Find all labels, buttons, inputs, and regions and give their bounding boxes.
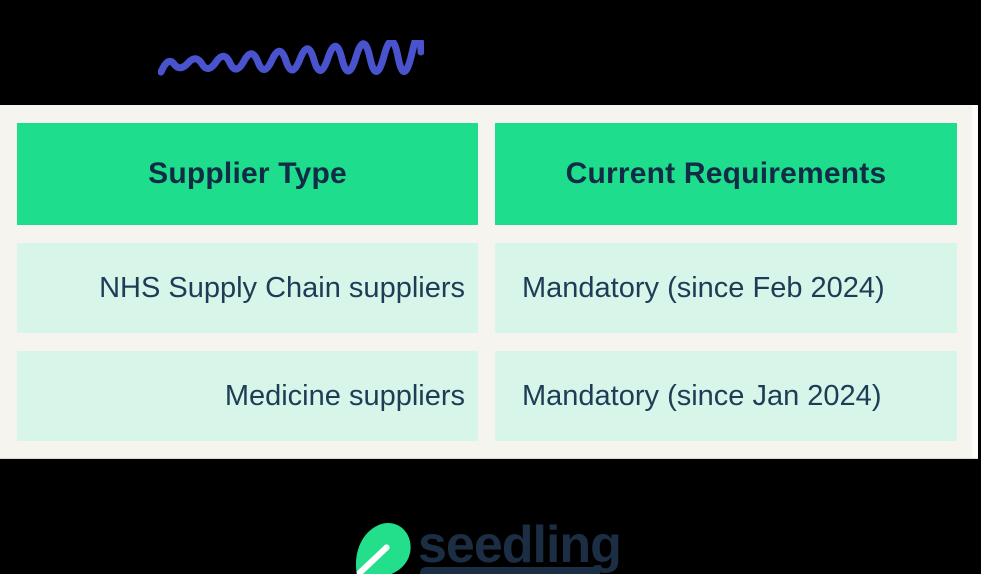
seedling-leaf-icon (355, 523, 411, 574)
table-cell-requirement-row1: Mandatory (since Feb 2024) (495, 243, 957, 333)
table-cell-supplier-row2: Medicine suppliers (17, 351, 478, 441)
table-header-current-requirements: Current Requirements (495, 123, 957, 225)
table-panel: Supplier Type Current Requirements NHS S… (0, 105, 978, 459)
seedling-logo: seedling (354, 516, 622, 574)
seedling-wordmark: seedling (418, 516, 622, 574)
table-header-supplier-type: Supplier Type (17, 123, 478, 225)
panel-right-edge (972, 105, 978, 458)
wordmark-underline (420, 567, 600, 574)
table-cell-supplier-row1: NHS Supply Chain suppliers (17, 243, 478, 333)
table-cell-requirement-row2: Mandatory (since Jan 2024) (495, 351, 957, 441)
squiggle-icon (158, 40, 424, 76)
requirements-table: Supplier Type Current Requirements NHS S… (0, 105, 957, 441)
